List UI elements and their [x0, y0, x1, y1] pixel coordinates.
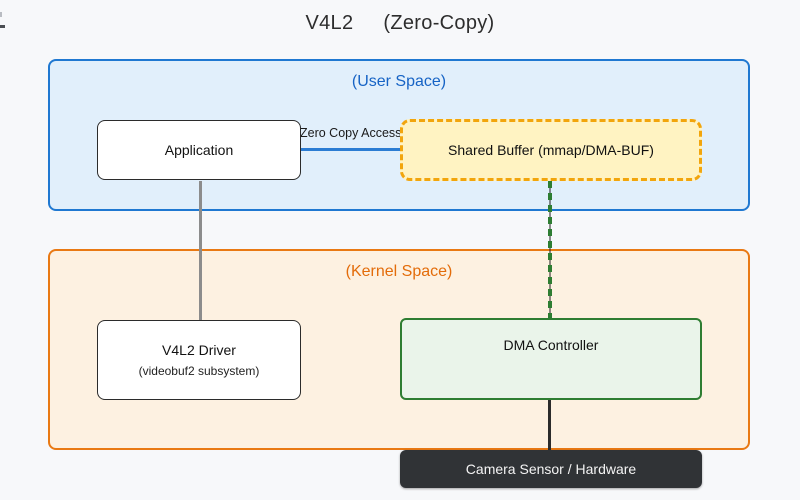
dma-controller-node-label: DMA Controller	[503, 337, 599, 353]
zero-copy-access-edge-label: Zero Copy Access	[300, 126, 402, 140]
v4l2-driver-node-sublabel: (videobuf2 subsystem)	[138, 364, 260, 378]
user-space-label: (User Space)	[351, 73, 447, 90]
shared-buffer-node-label: Shared Buffer (mmap/DMA-BUF)	[448, 142, 654, 158]
edge-buffer-to-dma-dashed	[548, 181, 552, 318]
dma-controller-node: DMA Controller	[400, 318, 702, 400]
edge-application-to-buffer	[301, 148, 400, 151]
diagram-title-mode: (Zero-Copy)	[383, 11, 495, 34]
camera-hardware-node: Camera Sensor / Hardware	[400, 450, 702, 488]
application-node-label: Application	[164, 142, 234, 158]
camera-hardware-node-label: Camera Sensor / Hardware	[465, 461, 637, 477]
diagram-title-product: V4L2	[305, 11, 354, 34]
diagram-title: V4L2 (Zero-Copy)	[0, 10, 800, 36]
application-node: Application	[97, 120, 301, 180]
shared-buffer-node: Shared Buffer (mmap/DMA-BUF)	[400, 119, 702, 181]
clipped-edge-artifact-bottom	[0, 25, 5, 28]
v4l2-driver-node-label: V4L2 Driver	[162, 342, 236, 358]
clipped-edge-artifact-top	[0, 12, 2, 17]
edge-dma-to-hardware	[548, 400, 551, 451]
v4l2-driver-node: V4L2 Driver (videobuf2 subsystem)	[97, 320, 301, 400]
edge-application-to-driver	[199, 181, 202, 320]
kernel-space-label: (Kernel Space)	[345, 263, 453, 280]
